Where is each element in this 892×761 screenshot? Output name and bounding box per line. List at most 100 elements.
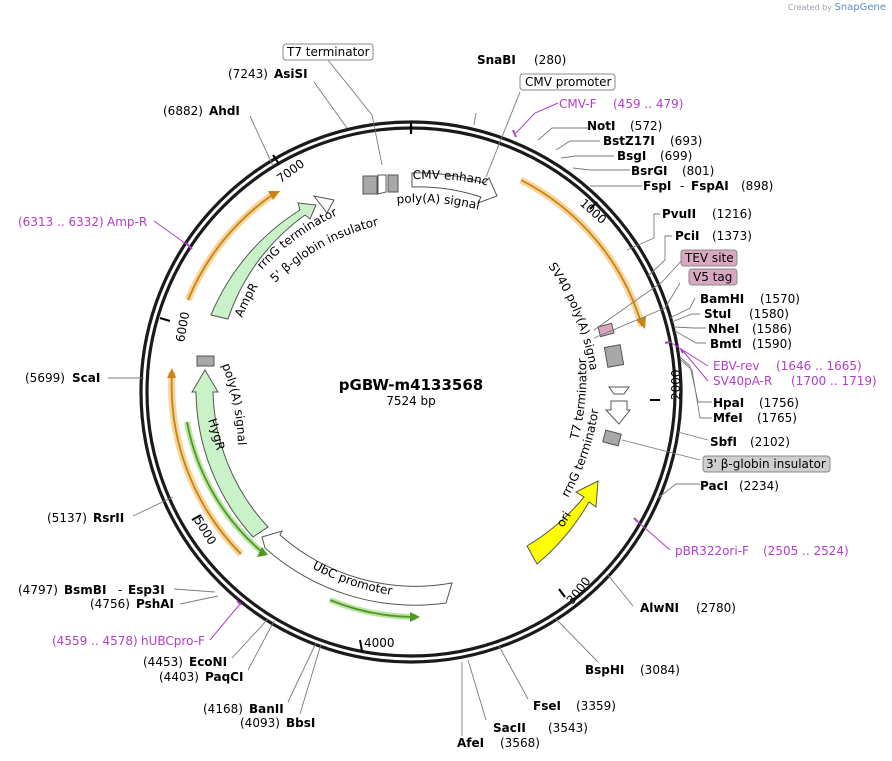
site-banii: BanII (249, 702, 284, 716)
primer-tick-pbr322ori-f (633, 517, 639, 523)
orf-arrow-green-ubc (410, 612, 420, 622)
site-fsei: FseI (533, 699, 561, 713)
site-pshai-pos: (4756) (90, 597, 130, 611)
feature-cmv-enhancer (411, 172, 498, 204)
feature-ubc-promoter (261, 530, 453, 606)
tick-label-2000: 2000 (669, 369, 683, 400)
site-mfei-pos: (1765) (757, 411, 797, 425)
site-bamhi: BamHI (700, 292, 744, 306)
tick-mark-3000 (558, 588, 566, 598)
site-fspi: FspI (643, 179, 671, 193)
site-bsphi-pos: (3084) (640, 663, 680, 677)
site-bsphi: BspHI (585, 663, 624, 677)
site-snabi: SnaBI (477, 53, 516, 67)
site-rsrii: RsrII (93, 511, 124, 525)
feature-label-polya-left: poly(A) signal (219, 361, 249, 445)
site-pshai: PshAI (136, 597, 174, 611)
label-cmv-promoter: CMV promoter (525, 75, 612, 89)
leader-lines (108, 59, 712, 736)
feature-block-white (377, 174, 387, 195)
site-afei-pos: (3568) (500, 736, 540, 750)
site-pvuii: PvuII (662, 207, 696, 221)
site-alwni: AlwNI (640, 601, 679, 615)
feature-block-rrng-right (602, 429, 622, 447)
primer-pbr322ori-f-range: (2505 .. 2524) (763, 544, 849, 558)
site-bamhi-pos: (1570) (760, 292, 800, 306)
tick-label-6000: 6000 (173, 311, 192, 344)
site-paci: PacI (700, 479, 728, 493)
feature-block-white-1 (608, 386, 630, 395)
feature-block-t7-b (387, 174, 399, 193)
site-econi: EcoNI (189, 655, 227, 669)
primer-cmv-f-range: (459 .. 479) (613, 97, 683, 111)
watermark-brand: SnapGene (834, 2, 886, 13)
site-asisi: AsiSI (274, 67, 308, 81)
site-pcii: PciI (675, 229, 700, 243)
site-bsmbi: BsmBI (64, 583, 106, 597)
feature-ori (526, 480, 599, 565)
label-v5-tag: V5 tag (693, 270, 732, 284)
plasmid-name: pGBW-m4133568 (339, 376, 483, 394)
site-bmti-pos: (1590) (752, 337, 792, 351)
site-nhei-pos: (1586) (752, 322, 792, 336)
label-3-bglobin-insulator: 3' β-globin insulator (706, 457, 826, 471)
primer-tick-cmv-f (512, 129, 517, 138)
site-bbsi: BbsI (286, 716, 315, 730)
feature-block-sv40 (603, 344, 625, 368)
plasmid-length: 7524 bp (386, 394, 436, 408)
snapgene-watermark: Created by SnapGene (788, 2, 886, 13)
label-cmv-promoter-box: CMV promoter (519, 73, 616, 91)
site-fspi-pos: (898) (741, 179, 773, 193)
label-tev-site-box: TEV site (680, 249, 738, 267)
site-sbfi-pos: (2102) (750, 435, 790, 449)
site-bstz17i: BstZ17I (603, 134, 655, 148)
feature-block-t7-a (362, 175, 378, 195)
site-fspi-dash: - (680, 179, 684, 193)
site-nhei: NheI (708, 322, 739, 336)
watermark-prefix: Created by (787, 3, 832, 12)
site-bsmbi-dash: - (118, 583, 122, 597)
site-bsgi-pos: (699) (660, 149, 692, 163)
site-hpai-pos: (1756) (759, 396, 799, 410)
site-asisi-pos: (7243) (228, 67, 268, 81)
tick-mark-5000 (191, 514, 202, 521)
primer-ebv-rev: EBV-rev (713, 359, 759, 373)
tick-mark-1000 (589, 201, 598, 210)
primer-ebv-rev-range: (1646 .. 1665) (776, 359, 862, 373)
site-esp3i: Esp3I (128, 583, 165, 597)
primer-amp-r: Amp-R (107, 215, 147, 229)
primer-cmv-f: CMV-F (559, 97, 597, 111)
site-alwni-pos: (2780) (696, 601, 736, 615)
site-snabi-pos: (280) (534, 53, 566, 67)
site-banii-pos: (4168) (203, 702, 243, 716)
site-afei: AfeI (457, 736, 484, 750)
primer-sv40pa-r: SV40pA-R (713, 374, 772, 388)
feature-ampr-head (312, 195, 335, 214)
primer-tick-ebv-rev (664, 341, 671, 344)
primer-hubcpro-f-range: (4559 .. 4578) (52, 634, 138, 648)
site-bsrgi: BsrGI (631, 164, 668, 178)
site-sacii: SacII (493, 721, 526, 735)
site-pvuii-pos: (1216) (712, 207, 752, 221)
site-fspai: FspAI (691, 179, 729, 193)
site-bsmbi-pos: (4797) (18, 583, 58, 597)
site-pcii-pos: (1373) (712, 229, 752, 243)
tick-label-4000: 4000 (364, 636, 395, 650)
site-mfei: MfeI (713, 411, 743, 425)
site-sbfi: SbfI (710, 435, 737, 449)
feature-label-polya-top: poly(A) signal (396, 191, 481, 212)
site-econi-pos: (4453) (143, 655, 183, 669)
site-paqci-pos: (4403) (159, 670, 199, 684)
primer-hubcpro-f: hUBCpro-F (141, 634, 205, 648)
primer-sv40pa-r-range: (1700 .. 1719) (791, 374, 877, 388)
feature-block-tev (597, 322, 615, 338)
feature-label-cmv-enhancer: CMV enhancer (0, 0, 490, 188)
orf-arrow-green-hygr (257, 547, 268, 557)
site-bsgi: BsgI (617, 149, 646, 163)
tick-mark-7000 (272, 154, 280, 165)
label-t7-terminator: T7 terminator (286, 45, 370, 59)
site-rsrii-pos: (5137) (47, 511, 87, 525)
primer-amp-r-range: (6313 .. 6332) (18, 215, 104, 229)
site-bbsi-pos: (4093) (240, 716, 280, 730)
label-v5-tag-box: V5 tag (688, 268, 738, 286)
